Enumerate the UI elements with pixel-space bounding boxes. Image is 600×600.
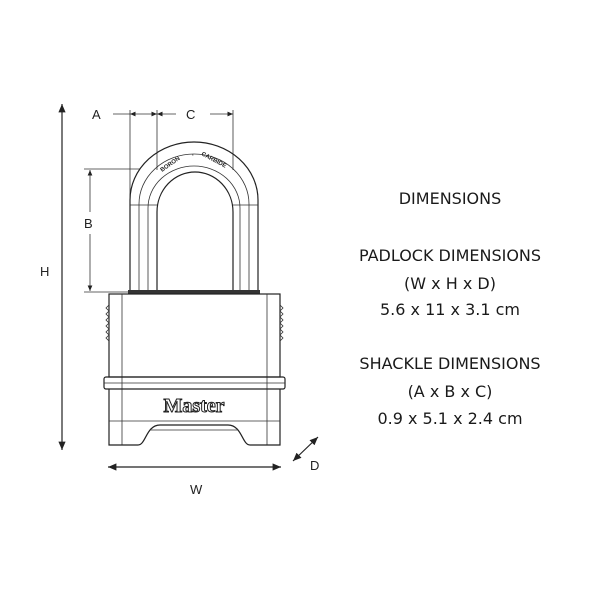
padlock-format: (W x H x D) [404,274,496,293]
depth-arrow [292,436,319,462]
shackle-heading: SHACKLE DIMENSIONS [359,354,540,373]
label-h: H [40,264,49,279]
master-logo: Master [163,395,224,417]
shackle: BORON · CARBIDE [129,141,259,292]
label-b: B [84,216,93,231]
b-dimension-line [84,168,140,293]
label-c: C [186,107,195,122]
label-w: W [190,482,203,497]
padlock-body: Master [103,290,286,446]
specs-panel: DIMENSIONS PADLOCK DIMENSIONS (W x H x D… [359,189,541,428]
specs-title: DIMENSIONS [399,189,502,208]
shackle-format: (A x B x C) [408,382,493,401]
a-c-dimension-line [113,110,234,292]
padlock-value: 5.6 x 11 x 3.1 cm [380,300,520,319]
shackle-value: 0.9 x 5.1 x 2.4 cm [377,409,522,428]
label-d: D [310,458,319,473]
label-a: A [92,107,101,122]
padlock-heading: PADLOCK DIMENSIONS [359,246,541,265]
svg-text:·: · [192,153,194,159]
